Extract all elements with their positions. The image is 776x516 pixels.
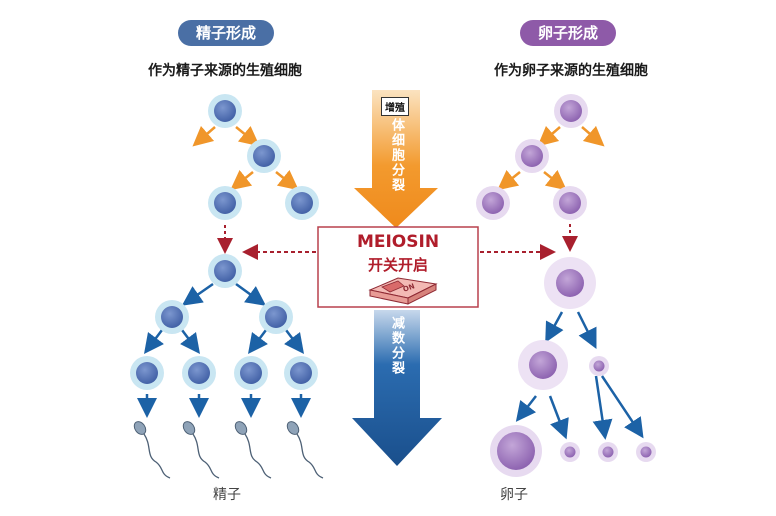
- meiosis-arrow: [352, 310, 442, 466]
- polar-body: [560, 442, 580, 462]
- sperm-icons: [133, 421, 324, 479]
- sperm-cell: [182, 356, 216, 390]
- sperm-caption: 精子: [213, 487, 241, 503]
- sperm-title-pill: 精子形成: [178, 20, 274, 46]
- sperm-cell: [259, 300, 293, 334]
- switch-on-label: 开关开启: [367, 256, 428, 274]
- sperm-cell: [285, 186, 319, 220]
- toggle-switch-icon: [368, 277, 438, 305]
- sperm-cell: [155, 300, 189, 334]
- egg-cells: [476, 94, 656, 477]
- sperm-cell: [284, 356, 318, 390]
- sperm-icon: [182, 421, 220, 479]
- sperm-cell: [208, 254, 242, 288]
- meiosis-label: 减数分裂: [389, 316, 404, 376]
- proliferation-tag: 增殖: [381, 97, 409, 116]
- sperm-cell: [247, 139, 281, 173]
- sperm-icon: [133, 421, 171, 479]
- mitosis-label: 体细胞分裂: [389, 118, 404, 193]
- egg-caption: 卵子: [500, 487, 528, 503]
- egg-cell: [553, 186, 587, 220]
- sperm-cell: [130, 356, 164, 390]
- egg-subtitle: 作为卵子来源的生殖细胞: [494, 63, 648, 79]
- sperm-subtitle: 作为精子来源的生殖细胞: [148, 63, 302, 79]
- egg-cell: [476, 186, 510, 220]
- egg-cell-ovum: [490, 425, 542, 477]
- egg-cell: [554, 94, 588, 128]
- polar-body: [598, 442, 618, 462]
- sperm-cells: [130, 94, 319, 390]
- meiosin-label: MEIOSIN: [356, 232, 440, 252]
- egg-cell-primary-oocyte: [544, 257, 596, 309]
- sperm-cell: [208, 186, 242, 220]
- sperm-cell: [208, 94, 242, 128]
- mitosis-arrow: [354, 90, 438, 228]
- egg-title-pill: 卵子形成: [520, 20, 616, 46]
- egg-cell: [515, 139, 549, 173]
- sperm-cell: [234, 356, 268, 390]
- oogenesis-tree: [497, 125, 644, 440]
- spermatogenesis-tree: [137, 125, 311, 418]
- egg-cell-secondary-oocyte: [518, 340, 568, 390]
- polar-body: [636, 442, 656, 462]
- sperm-icon: [234, 421, 272, 479]
- polar-body: [589, 356, 609, 376]
- sperm-icon: [286, 421, 324, 479]
